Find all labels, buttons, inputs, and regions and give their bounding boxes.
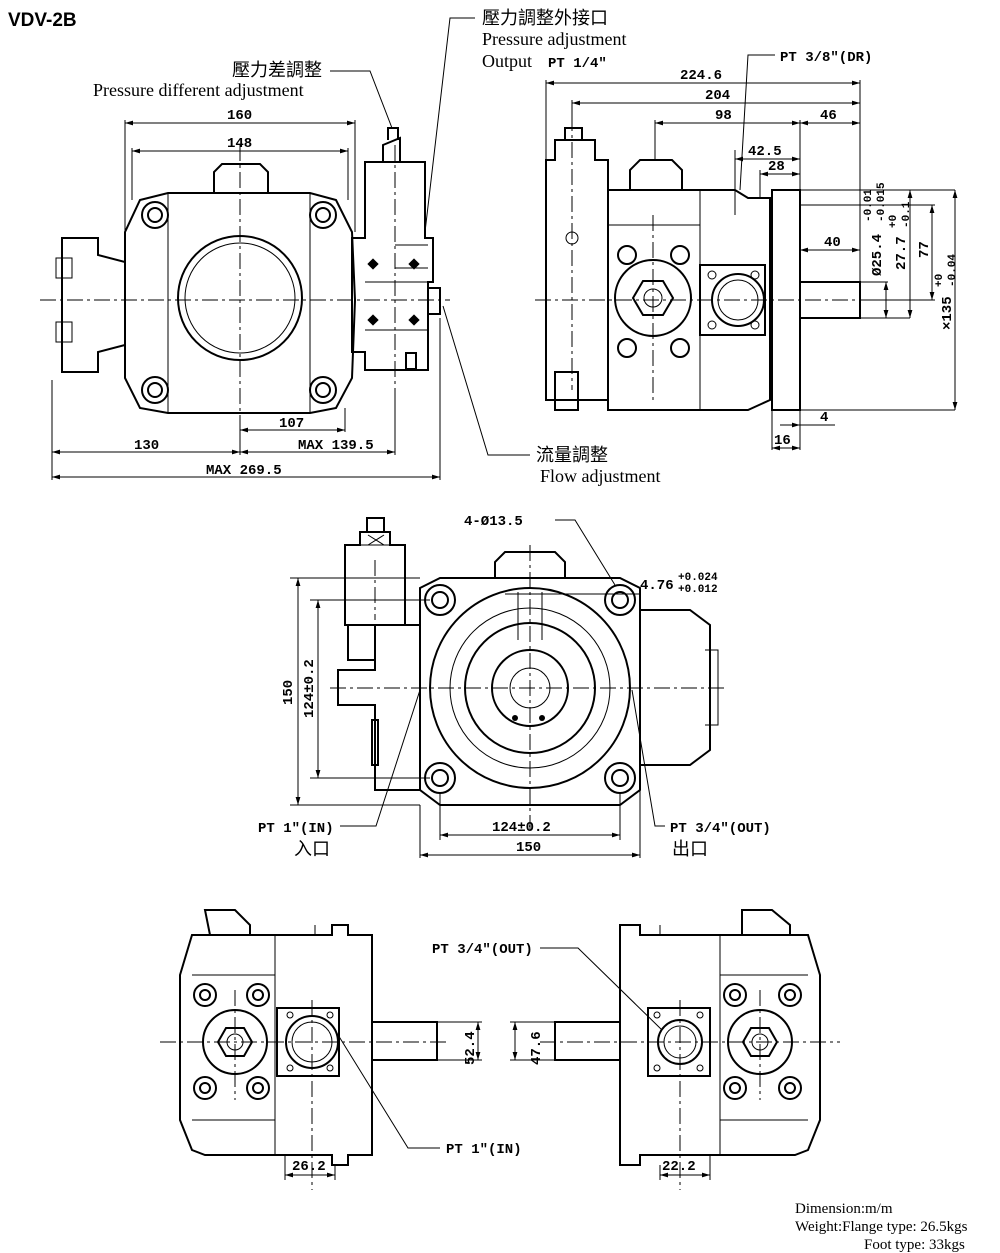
dim-47-6: 47.6: [529, 1031, 545, 1065]
in-bottom-label: PT 1″(IN): [446, 1142, 522, 1158]
dim-46: 46: [820, 108, 837, 124]
dim-22-2: 22.2: [662, 1159, 696, 1175]
note-weight: Weight:Flange type: 26.5kgs: [795, 1219, 968, 1235]
front-view: 160 148 107 130 MAX 139.5 MAX 269.5 壓力調整…: [40, 8, 661, 486]
dim-dia-135: ×135: [940, 296, 956, 330]
bottom-right-view: 47.6 22.2 PT 3/4″(OUT): [432, 909, 840, 1190]
rear-view: 150 124±0.2 124±0.2 150 4.76 +0.024 +0.0…: [258, 514, 771, 859]
keyway-tol-up: +0.024: [678, 572, 718, 584]
pressure-port-pt: PT 1/4″: [548, 56, 607, 72]
dim-42-5: 42.5: [748, 144, 782, 160]
dim-124-vertical: 124±0.2: [302, 659, 318, 718]
keyway-dim: 4.76: [640, 578, 674, 594]
pressure-port-output: Output: [482, 51, 532, 71]
dim-98: 98: [715, 108, 732, 124]
drawing-title: VDV-2B: [8, 10, 77, 31]
outlet-zh: 出口: [672, 839, 708, 859]
pressure-diff-en: Pressure different adjustment: [93, 80, 304, 100]
dim-max-269-5: MAX 269.5: [206, 463, 282, 479]
dim-dia-25-4-tol-dn: -0.015: [876, 182, 888, 222]
dim-52-4: 52.4: [463, 1031, 479, 1065]
drain-label: PT 3/8″(DR): [780, 50, 872, 66]
dim-dia-135-tol-dn: -0.04: [947, 254, 959, 287]
dim-4: 4: [820, 410, 828, 426]
side-view: 224.6 204 98 46 42.5 28 40 4 16 Ø25.4 -0…: [535, 50, 959, 451]
dim-16: 16: [774, 433, 791, 449]
dim-107: 107: [279, 416, 304, 432]
pressure-port-en: Pressure adjustment: [482, 29, 626, 49]
dim-204: 204: [705, 88, 730, 104]
dim-27-7-tol-dn: -0.1: [901, 201, 913, 228]
dim-27-7: 27.7: [894, 236, 910, 270]
flow-zh: 流量調整: [536, 445, 608, 465]
note-dimension: Dimension:m/m: [795, 1201, 893, 1217]
dim-130: 130: [134, 438, 159, 454]
dim-148: 148: [227, 136, 252, 152]
outlet-label: PT 3/4″(OUT): [670, 821, 771, 837]
dim-dia-135-tol-up: +0: [934, 274, 946, 287]
dim-max-139-5: MAX 139.5: [298, 438, 374, 454]
dim-dia-25-4-tol-up: -0.01: [863, 189, 875, 222]
bolt-holes-label: 4-Ø13.5: [464, 514, 523, 530]
pressure-diff-zh: 壓力差調整: [232, 60, 322, 80]
flow-en: Flow adjustment: [540, 466, 661, 486]
dim-27-7-tol-up: +0: [888, 215, 900, 228]
inlet-zh: 入口: [294, 839, 330, 859]
note-foot: Foot type: 33kgs: [864, 1237, 965, 1253]
dim-150-vertical: 150: [281, 680, 297, 705]
out-bottom-label: PT 3/4″(OUT): [432, 942, 533, 958]
keyway-tol-dn: +0.012: [678, 584, 718, 596]
dim-77: 77: [917, 241, 933, 258]
pressure-port-zh: 壓力調整外接口: [482, 8, 608, 28]
inlet-label: PT 1″(IN): [258, 821, 334, 837]
dim-dia-25-4: Ø25.4: [870, 234, 886, 276]
dim-26-2: 26.2: [292, 1159, 326, 1175]
dim-150-horizontal: 150: [516, 840, 541, 856]
dim-40: 40: [824, 235, 841, 251]
dim-28: 28: [768, 159, 785, 175]
dim-160: 160: [227, 108, 252, 124]
dim-124-horizontal: 124±0.2: [492, 820, 551, 836]
bottom-left-view: 52.4 26.2 PT 1″(IN): [160, 909, 522, 1190]
dim-224-6: 224.6: [680, 68, 722, 84]
